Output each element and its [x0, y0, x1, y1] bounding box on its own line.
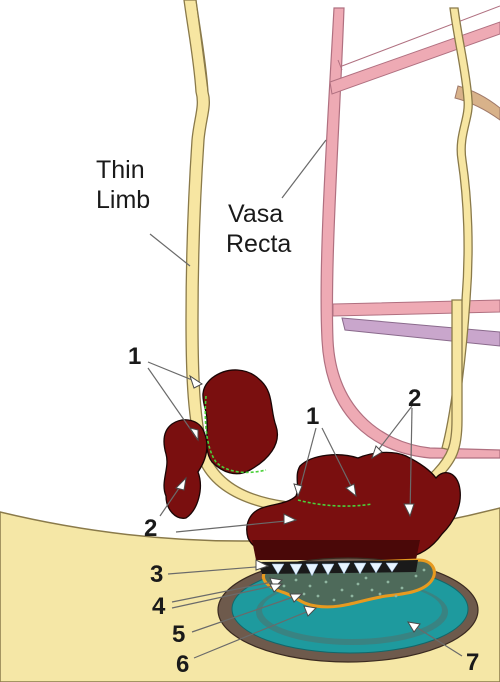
label-limb: Limb [96, 186, 150, 214]
label-thin: Thin [96, 156, 145, 184]
marker-1-left: 1 [128, 343, 141, 370]
marker-3: 3 [150, 561, 163, 588]
marker-2-left: 2 [144, 515, 157, 542]
label-vasa: Vasa [228, 200, 283, 228]
label-recta: Recta [226, 230, 291, 258]
marker-7: 7 [466, 649, 479, 676]
marker-4: 4 [152, 593, 166, 620]
marker-2-right: 2 [408, 385, 421, 412]
marker-1-center: 1 [306, 403, 319, 430]
marker-6: 6 [176, 651, 189, 678]
marker-5: 5 [172, 621, 185, 648]
